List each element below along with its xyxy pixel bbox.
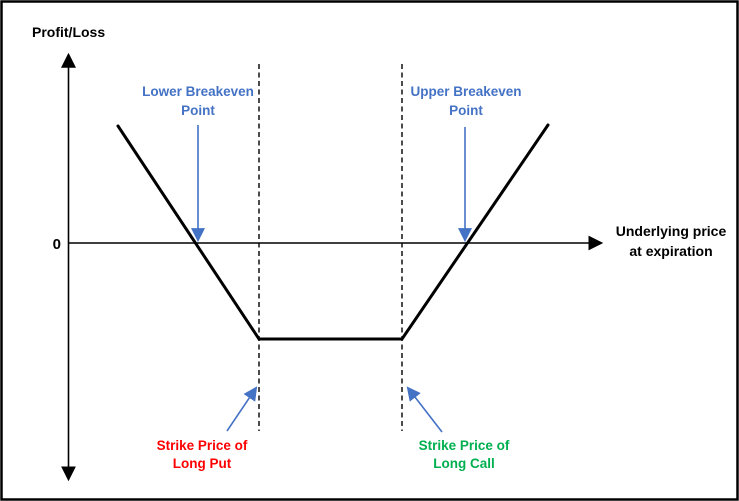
- strike-call-label-line2: Long Call: [433, 456, 495, 471]
- origin-label: 0: [53, 236, 61, 253]
- strike-put-annotation: Strike Price of Long Put: [157, 386, 258, 471]
- lower-breakeven-label-line2: Point: [181, 103, 215, 118]
- x-axis-label-line1: Underlying price: [616, 223, 727, 239]
- upper-breakeven-label-line2: Point: [449, 103, 483, 118]
- strike-put-label-line2: Long Put: [173, 456, 232, 471]
- strike-call-arrow: [406, 386, 443, 433]
- strike-put-arrow: [226, 386, 258, 432]
- upper-breakeven-label-line1: Upper Breakeven: [410, 84, 521, 99]
- axes: [61, 52, 604, 482]
- y-axis-label: Profit/Loss: [32, 24, 105, 40]
- upper-breakeven-annotation: Upper Breakeven Point: [410, 84, 522, 243]
- payoff-line: [116, 123, 550, 341]
- strike-put-label-line1: Strike Price of: [157, 438, 248, 453]
- x-axis-label: Underlying price at expiration: [616, 223, 727, 259]
- lower-breakeven-annotation: Lower Breakeven Point: [142, 84, 254, 243]
- lower-breakeven-label-line1: Lower Breakeven: [142, 84, 254, 99]
- strike-call-label-line1: Strike Price of: [419, 438, 510, 453]
- x-axis-label-line2: at expiration: [629, 243, 712, 259]
- strike-call-annotation: Strike Price of Long Call: [406, 386, 510, 471]
